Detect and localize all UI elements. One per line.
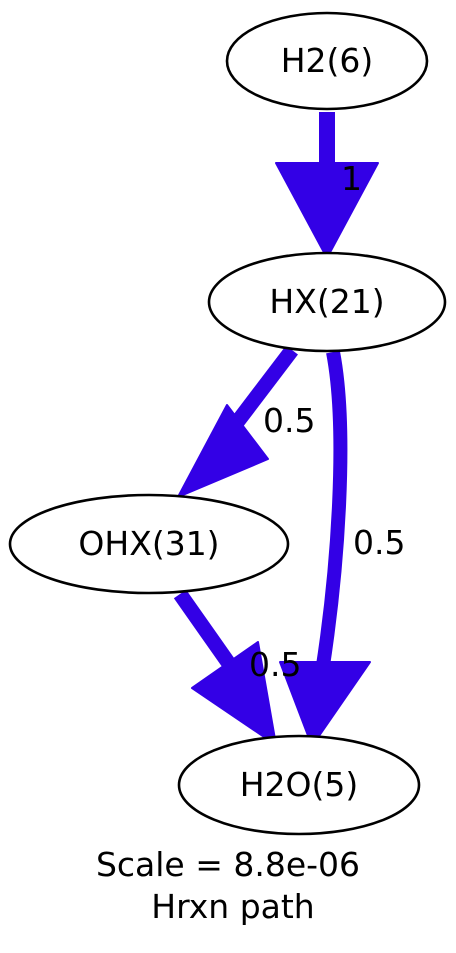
node-hx-label: HX(21) — [269, 282, 384, 321]
edge-h2-to-hx-label: 1 — [341, 159, 362, 198]
edge-hx-to-ohx-line — [229, 345, 298, 430]
edge-ohx-to-h2o-arrowhead — [191, 641, 277, 746]
edge-hx-to-ohx-label: 0.5 — [263, 401, 315, 440]
node-ohx-ellipse — [8, 493, 290, 595]
node-h2o-label: H2O(5) — [240, 765, 359, 804]
caption-title: Hrxn path — [151, 887, 314, 926]
node-h2: H2(6) — [225, 11, 429, 111]
edge-hx-to-h2o: 0.5 — [279, 350, 405, 747]
edge-hx-to-h2o-label: 0.5 — [353, 523, 405, 562]
node-h2-label: H2(6) — [281, 41, 374, 80]
edge-ohx-to-h2o-label: 0.5 — [249, 645, 301, 684]
node-h2-ellipse — [225, 11, 429, 111]
node-hx: HX(21) — [207, 251, 447, 353]
edge-h2-to-hx-arrowhead — [275, 162, 379, 259]
node-ohx-label: OHX(31) — [78, 524, 219, 563]
node-ohx: OHX(31) — [8, 493, 290, 595]
node-h2o-ellipse — [177, 734, 421, 836]
caption-scale: Scale = 8.8e-06 — [96, 845, 360, 884]
node-hx-ellipse — [207, 251, 447, 353]
diagram-caption: Scale = 8.8e-06 Hrxn path — [96, 845, 360, 926]
edge-ohx-to-h2o: 0.5 — [173, 589, 301, 746]
node-h2o: H2O(5) — [177, 734, 421, 836]
edge-ohx-to-h2o-line — [173, 589, 239, 673]
edge-hx-to-h2o-arrowhead — [279, 661, 371, 747]
edge-hx-to-h2o-line — [315, 350, 348, 674]
edge-hx-to-ohx-arrowhead — [177, 404, 269, 498]
edge-hx-to-ohx: 0.5 — [177, 345, 315, 498]
edge-h2-to-hx: 1 — [275, 112, 379, 259]
